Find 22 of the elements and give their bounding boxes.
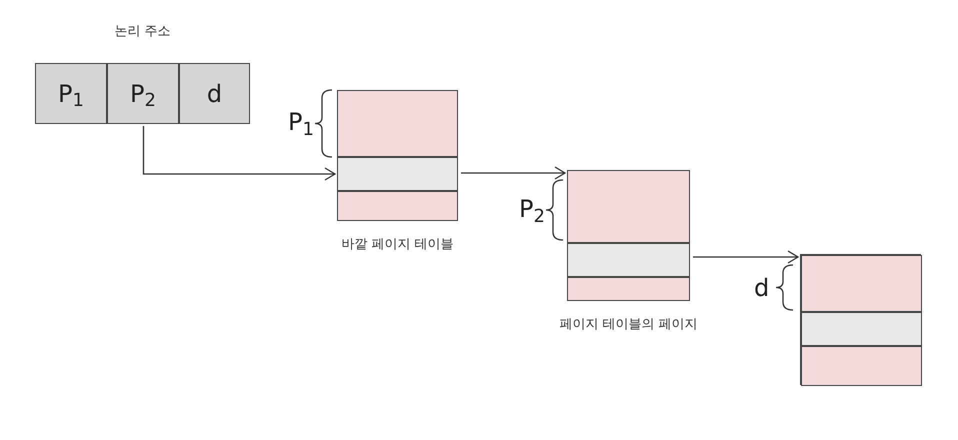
table-row <box>801 312 922 346</box>
page-box <box>800 254 921 385</box>
table-row <box>567 277 690 301</box>
address-field-cell: P$_{1}$ <box>35 63 107 124</box>
table-row <box>801 255 922 312</box>
table-row <box>337 90 458 157</box>
table-row <box>567 170 690 243</box>
table-row <box>567 243 690 277</box>
table-row <box>337 191 458 221</box>
brace-label: P$_{1}$ <box>288 108 314 136</box>
arrow <box>461 166 566 180</box>
arrow <box>693 250 799 264</box>
brace-label: d <box>754 274 770 302</box>
address-field-cell: d <box>179 63 250 124</box>
arrow <box>142 126 336 181</box>
table-row <box>801 346 922 386</box>
table-row <box>337 157 458 191</box>
table-caption: 논리 주소 <box>114 23 171 41</box>
brace-label: P$_{2}$ <box>519 195 545 223</box>
table-caption: 페이지 테이블의 페이지 <box>559 316 698 334</box>
address-field-cell: P$_{2}$ <box>107 63 179 124</box>
table-caption: 바깥 페이지 테이블 <box>341 236 454 254</box>
